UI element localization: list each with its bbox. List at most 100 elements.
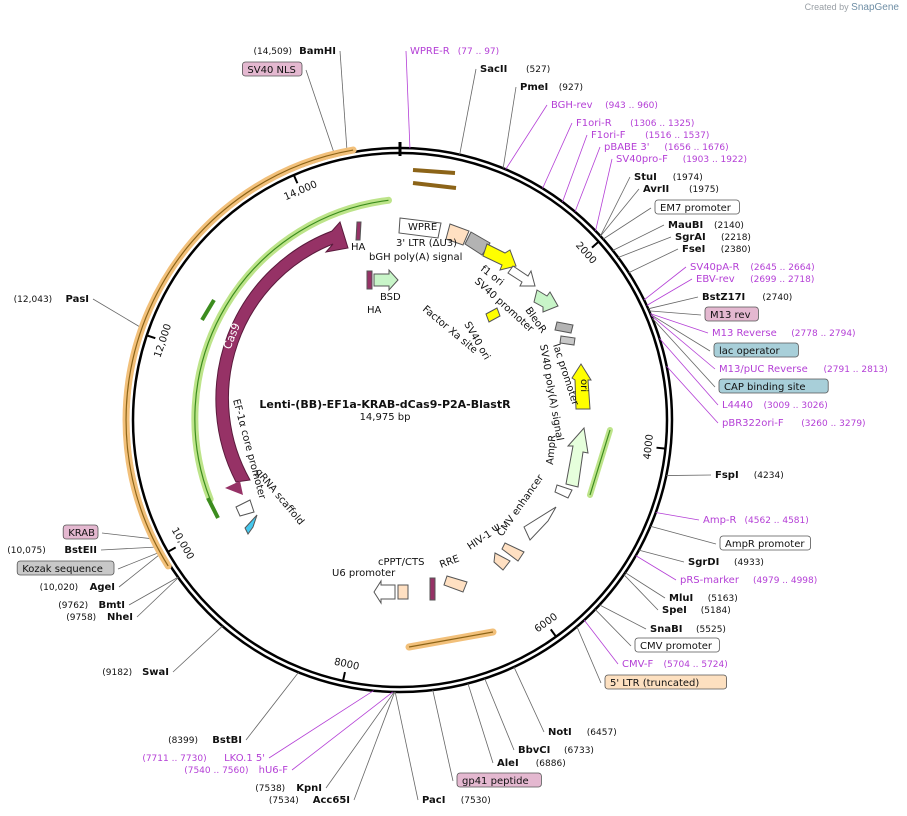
label-position: (1306 .. 1325) bbox=[630, 119, 694, 129]
map-label-cap-binding-site: CAP binding site bbox=[718, 378, 829, 394]
map-label-amp-r: Amp-R(4562 .. 4581) bbox=[703, 515, 809, 526]
label-position: (2645 .. 2664) bbox=[750, 263, 814, 273]
map-label-m13-reverse: M13 Reverse(2778 .. 2794) bbox=[712, 328, 856, 339]
map-label-cmv-promoter: CMV promoter bbox=[634, 637, 720, 653]
label-position: (527) bbox=[526, 65, 550, 75]
leader-line bbox=[643, 266, 687, 301]
label-box bbox=[16, 560, 115, 576]
map-label-swai: SwaI (9182) bbox=[102, 667, 169, 678]
leader-line bbox=[650, 314, 716, 370]
tick-mark bbox=[342, 671, 346, 682]
tick-mark bbox=[146, 334, 156, 340]
map-label-hu6-f: hU6-F(7540 .. 7560) bbox=[184, 765, 288, 776]
leader-line bbox=[101, 532, 156, 540]
map-label-pasi: PasI(12,043) bbox=[14, 294, 89, 305]
label-box bbox=[456, 772, 542, 788]
label-text: 5' LTR (truncated) bbox=[610, 678, 699, 689]
leader-line bbox=[648, 296, 699, 310]
feature-label-hiv1-psi: HIV-1 Ψ bbox=[466, 523, 504, 553]
label-name: BGH-rev bbox=[551, 100, 593, 111]
label-position: (1516 .. 1537) bbox=[645, 131, 709, 141]
map-label-pmei: PmeI(927) bbox=[520, 82, 583, 93]
leader-line bbox=[92, 298, 144, 330]
label-position: (14,509) bbox=[253, 47, 292, 57]
leader-line bbox=[649, 310, 702, 316]
label-name: CMV-F bbox=[622, 659, 653, 670]
label-name: pBR322ori-F bbox=[722, 418, 784, 429]
label-name: StuI bbox=[634, 172, 657, 183]
label-name: M13/pUC Reverse bbox=[719, 364, 808, 375]
small-features: ori bbox=[235, 217, 592, 605]
label-name: AvrII bbox=[643, 184, 669, 195]
label-position: (9762) bbox=[58, 601, 88, 611]
map-label-prs-marker: pRS-marker(4979 .. 4998) bbox=[680, 575, 817, 586]
map-label-ampr-promoter: AmpR promoter bbox=[719, 535, 811, 551]
label-position: (1974) bbox=[673, 173, 703, 183]
map-label-mlui: MluI(5163) bbox=[669, 593, 738, 604]
label-name: SgrDI bbox=[688, 557, 719, 568]
map-label-ebv-rev: EBV-rev(2699 .. 2718) bbox=[696, 274, 814, 285]
leader-line bbox=[128, 576, 179, 606]
leader-line bbox=[542, 122, 573, 189]
label-text: CAP binding site bbox=[724, 382, 806, 393]
leader-line bbox=[624, 572, 666, 599]
label-text: KRAB bbox=[68, 528, 95, 539]
map-label-sgrdi: SgrDI(4933) bbox=[688, 557, 764, 568]
label-name: FseI bbox=[682, 244, 705, 255]
label-name: pBABE 3' bbox=[604, 142, 650, 153]
label-name: SnaBI bbox=[650, 624, 682, 635]
leader-line bbox=[617, 236, 672, 258]
tick-mark bbox=[167, 546, 177, 553]
label-position: (9182) bbox=[102, 668, 132, 678]
label-name: FspI bbox=[715, 470, 739, 481]
label-name: BbvCI bbox=[518, 745, 550, 756]
leader-line bbox=[339, 50, 348, 154]
map-label-pbabe-3: pBABE 3'(1656 .. 1676) bbox=[604, 142, 729, 153]
tick-mark bbox=[549, 628, 557, 638]
label-text: AmpR promoter bbox=[725, 539, 805, 550]
leader-line bbox=[583, 619, 619, 665]
left-labels: BamHI(14,509)SV40 NLSPasI(12,043)KRABBst… bbox=[7, 46, 350, 806]
label-position: (2791 .. 2813) bbox=[824, 365, 888, 375]
label-name: NheI bbox=[107, 612, 133, 623]
map-label-bamhi: BamHI(14,509) bbox=[253, 46, 336, 57]
label-name: WPRE-R bbox=[410, 46, 450, 57]
label-text: EM7 promoter bbox=[660, 203, 732, 214]
leader-line bbox=[650, 313, 709, 334]
label-position: (4234) bbox=[754, 471, 784, 481]
map-label-maubi: MauBI(2140) bbox=[668, 220, 744, 231]
label-position: (7534) bbox=[269, 796, 299, 806]
leader-line bbox=[612, 224, 665, 251]
label-position: (10,075) bbox=[7, 546, 46, 556]
map-label-sv40pa-r: SV40pA-R (2645 .. 2664) bbox=[690, 262, 815, 273]
label-name: EBV-rev bbox=[696, 274, 735, 285]
label-position: (2740) bbox=[762, 293, 792, 303]
label-box bbox=[241, 61, 303, 77]
label-name: SwaI bbox=[142, 667, 169, 678]
label-name: SpeI bbox=[662, 605, 687, 616]
leader-line bbox=[623, 574, 659, 611]
label-position: (2140) bbox=[714, 221, 744, 231]
leader-line bbox=[666, 366, 719, 424]
label-text: gp41 peptide bbox=[462, 776, 529, 787]
label-name: PmeI bbox=[520, 82, 548, 93]
label-box bbox=[704, 306, 759, 322]
leader-line bbox=[118, 552, 163, 588]
leader-line bbox=[394, 691, 419, 801]
label-box bbox=[634, 637, 720, 653]
label-name: SgrAI bbox=[675, 232, 706, 243]
map-label-bgh-rev: BGH-rev(943 .. 960) bbox=[551, 100, 658, 111]
tick-mark bbox=[591, 240, 600, 249]
map-label-sgrai: SgrAI (2218) bbox=[675, 232, 751, 243]
label-box bbox=[718, 378, 829, 394]
map-label-krab: KRAB bbox=[62, 524, 99, 540]
label-position: (2218) bbox=[721, 233, 751, 243]
leader-line bbox=[600, 176, 631, 237]
tick-mark bbox=[292, 174, 299, 184]
map-label-avrii: AvrII(1975) bbox=[643, 184, 719, 195]
map-label-snabi: SnaBI(5525) bbox=[650, 624, 726, 635]
plasmid-title: Lenti-(BB)-EF1a-KRAB-dCas9-P2A-BlastR bbox=[259, 398, 511, 411]
label-leaders bbox=[92, 50, 719, 801]
label-name: SV40pA-R bbox=[690, 262, 739, 273]
